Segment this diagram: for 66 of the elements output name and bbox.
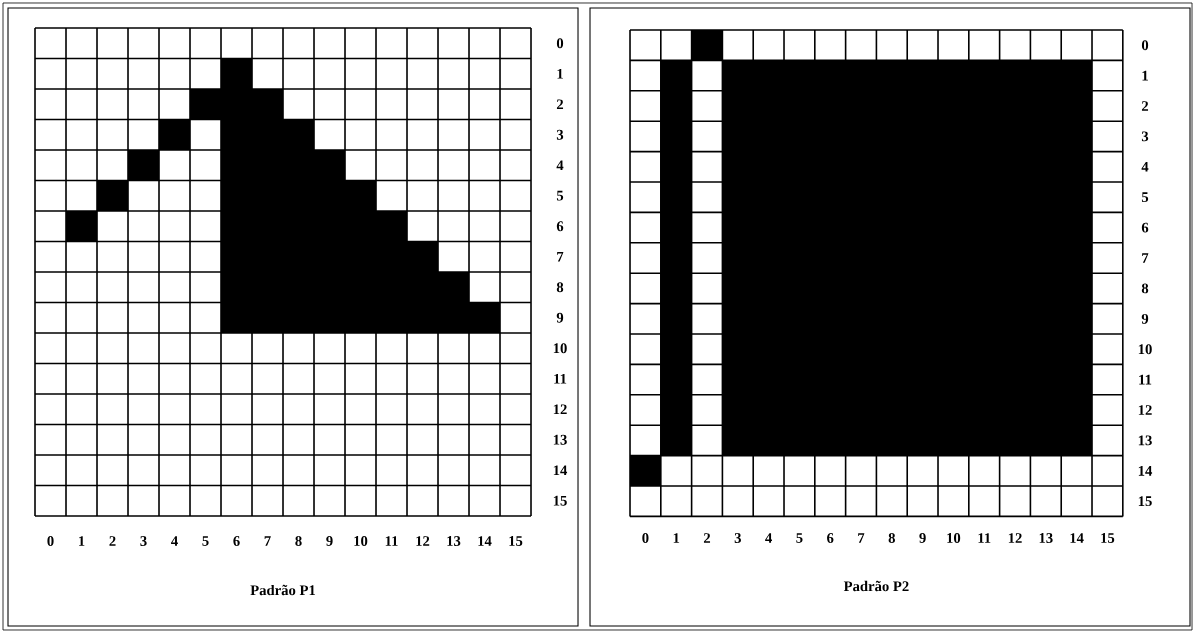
column-number: 7 bbox=[264, 536, 271, 546]
column-number: 1 bbox=[673, 533, 680, 543]
column-number: 3 bbox=[734, 533, 741, 543]
row-number: 5 bbox=[556, 190, 564, 201]
row-number: 10 bbox=[1138, 344, 1152, 355]
row-number: 2 bbox=[556, 99, 564, 110]
row-number: 3 bbox=[1141, 131, 1149, 142]
column-number: 0 bbox=[642, 533, 649, 543]
row-number: 7 bbox=[557, 251, 564, 262]
row-number: 9 bbox=[556, 312, 564, 323]
column-number: 2 bbox=[703, 533, 711, 543]
row-number: 6 bbox=[1141, 222, 1149, 233]
column-number: 9 bbox=[919, 533, 926, 543]
column-number: 8 bbox=[295, 536, 302, 546]
row-number: 8 bbox=[556, 282, 564, 293]
row-number: 7 bbox=[1142, 253, 1149, 263]
column-number: 4 bbox=[171, 536, 178, 546]
row-number: 15 bbox=[553, 495, 567, 506]
column-number: 15 bbox=[509, 536, 523, 546]
column-number: 14 bbox=[478, 536, 492, 546]
column-number: 10 bbox=[354, 536, 368, 546]
column-number: 7 bbox=[858, 533, 865, 543]
column-number: 2 bbox=[109, 536, 116, 546]
column-number: 1 bbox=[79, 536, 85, 546]
column-number: 8 bbox=[888, 533, 895, 543]
row-number: 12 bbox=[553, 404, 567, 415]
column-number: 9 bbox=[326, 536, 333, 546]
row-number: 2 bbox=[1141, 101, 1149, 111]
column-number: 6 bbox=[233, 536, 240, 546]
row-number: 13 bbox=[553, 434, 567, 445]
column-number: 5 bbox=[796, 533, 803, 543]
row-number: 4 bbox=[556, 160, 564, 171]
row-number: 1 bbox=[557, 68, 563, 79]
row-number: 0 bbox=[556, 38, 564, 49]
row-number: 1 bbox=[1142, 70, 1148, 81]
column-number: 4 bbox=[765, 533, 772, 543]
row-number: 0 bbox=[1141, 40, 1149, 51]
row-number: 11 bbox=[1139, 374, 1152, 385]
row-number: 3 bbox=[556, 129, 564, 140]
row-number: 12 bbox=[1138, 405, 1152, 415]
caption: Padrão P2 bbox=[843, 580, 909, 592]
column-number: 12 bbox=[1008, 533, 1022, 543]
column-number: 13 bbox=[1039, 533, 1053, 543]
row-number: 11 bbox=[554, 373, 567, 384]
row-number: 15 bbox=[1138, 496, 1152, 507]
column-number: 14 bbox=[1070, 533, 1084, 543]
column-number: 10 bbox=[947, 533, 961, 543]
row-number: 6 bbox=[556, 221, 564, 232]
caption: Padrão P1 bbox=[250, 584, 316, 596]
column-number: 6 bbox=[827, 533, 834, 543]
row-number: 8 bbox=[1141, 283, 1149, 294]
column-number: 12 bbox=[416, 536, 430, 546]
column-number: 11 bbox=[385, 536, 398, 546]
column-number: 3 bbox=[140, 536, 147, 546]
row-number: 14 bbox=[1138, 465, 1153, 476]
column-number: 11 bbox=[978, 533, 991, 543]
column-number: 15 bbox=[1101, 533, 1115, 543]
row-number: 9 bbox=[1141, 313, 1149, 324]
column-number: 0 bbox=[47, 536, 54, 546]
row-number: 14 bbox=[553, 465, 568, 476]
row-number: 10 bbox=[553, 343, 567, 354]
row-number: 4 bbox=[1141, 162, 1149, 172]
column-number: 5 bbox=[202, 536, 209, 546]
column-number: 13 bbox=[447, 536, 461, 546]
row-number: 5 bbox=[1141, 192, 1149, 203]
row-number: 13 bbox=[1138, 435, 1152, 446]
